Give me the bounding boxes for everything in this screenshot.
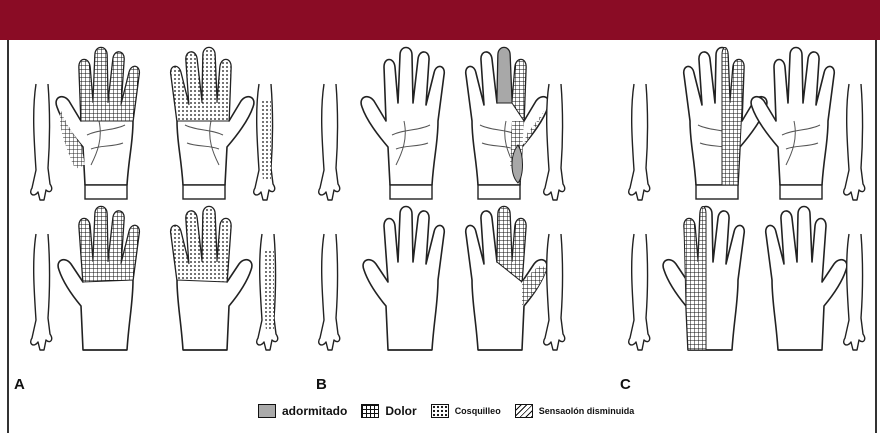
panel-label-c: C [620,376,631,393]
legend-label-numbness: adormitado [282,404,347,418]
panel-label-b: B [316,376,327,393]
panel-a-art [31,48,278,351]
legend: adormitado Dolor Cosquilleo Sensaolón di… [258,399,642,423]
legend-swatch-reduced-sensation [515,404,533,418]
legend-label-reduced-sensation: Sensaolón disminuida [539,406,635,416]
legend-swatch-pain [361,404,379,418]
panel-c-art [629,48,865,351]
legend-label-pain: Dolor [385,404,416,418]
legend-swatch-tingling [431,404,449,418]
legend-swatch-numbness [258,404,276,418]
panel-b-art [319,48,565,351]
panel-label-a: A [14,376,25,393]
legend-label-tingling: Cosquilleo [455,406,501,416]
